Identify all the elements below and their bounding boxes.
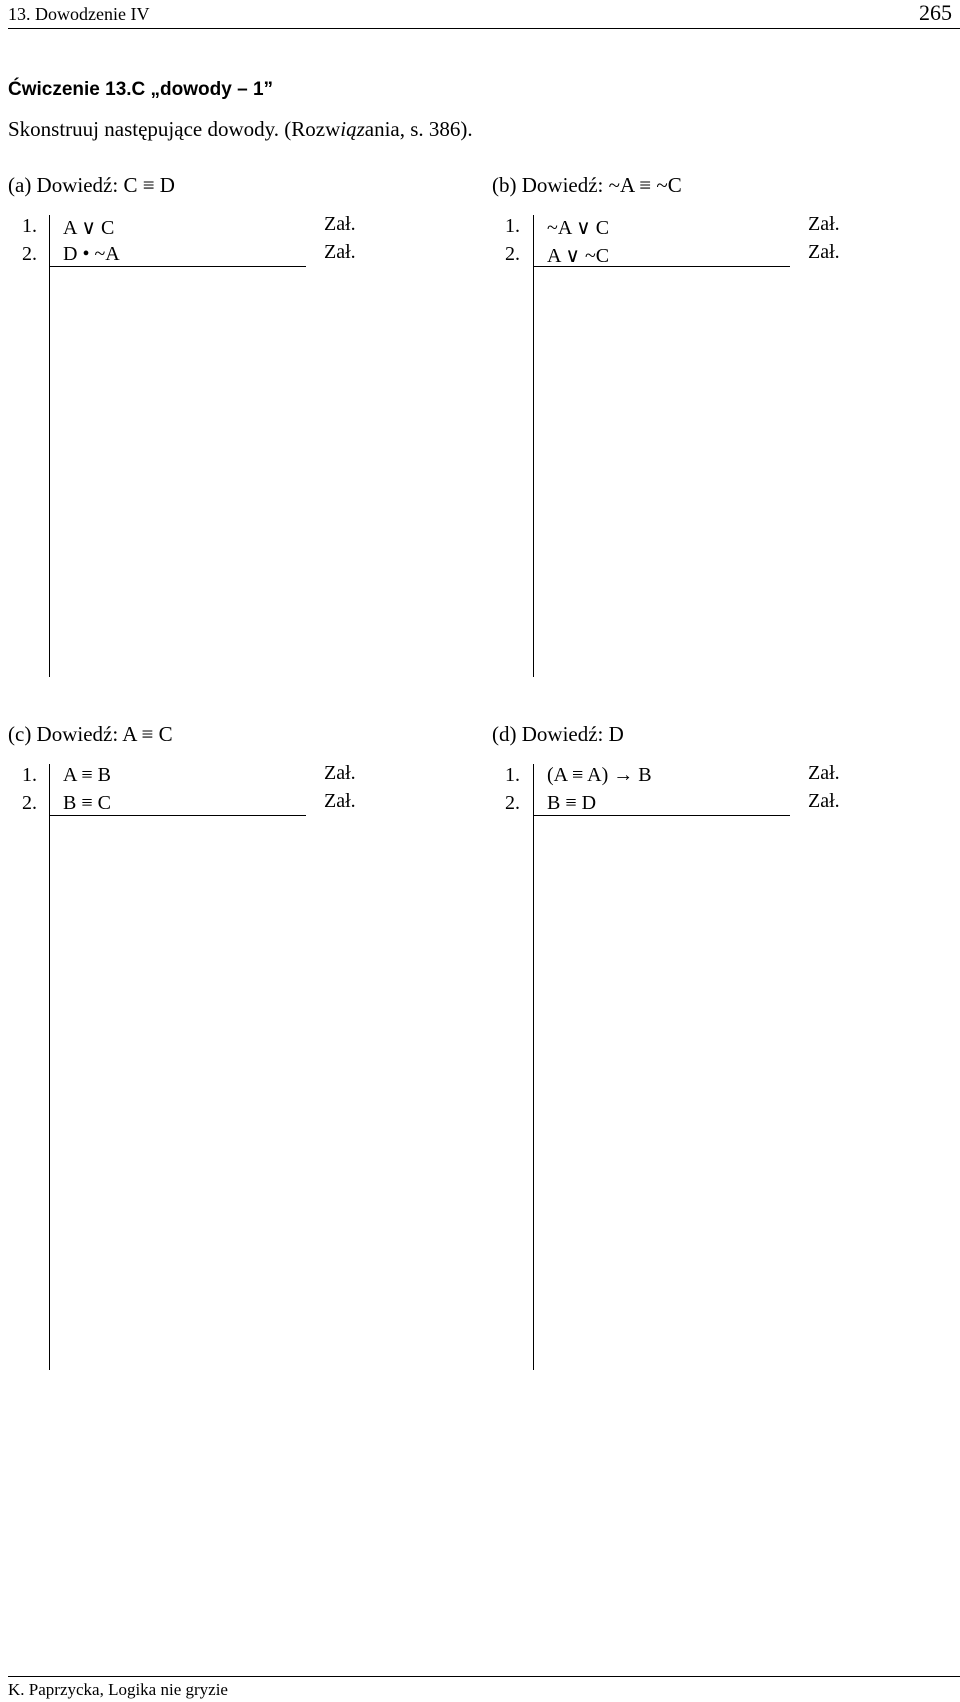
proof-a-line-number: 2.	[22, 243, 37, 265]
proof-d-justification: Zał.	[808, 762, 840, 784]
proof-a-scope-line	[49, 215, 50, 677]
proof-d-premise-1: (A ≡ A) → B	[547, 764, 652, 786]
footer-rule	[8, 1676, 960, 1677]
proof-d-premise-2: B ≡ D	[547, 792, 597, 814]
proof-b-premise-rule	[533, 266, 790, 267]
proof-c-justification: Zał.	[324, 762, 356, 784]
proof-b-premise-1: ~A ∨ C	[547, 217, 610, 239]
footer-credit: K. Paprzycka, Logika nie gryzie	[8, 1680, 228, 1699]
proof-a-premise-1: A ∨ C	[63, 217, 115, 239]
proof-d-premise-rule	[533, 815, 790, 816]
proof-d-line-number: 1.	[505, 764, 520, 786]
proof-c-title: (c) Dowiedź: A ≡ C	[8, 722, 173, 746]
proof-c-scope-line	[49, 764, 50, 1370]
proof-c-premise-2: B ≡ C	[63, 792, 111, 814]
proof-a-title: (a) Dowiedź: C ≡ D	[8, 173, 175, 197]
proof-a-premise-rule	[49, 266, 306, 267]
proof-b-justification: Zał.	[808, 241, 840, 263]
exercise-instruction: Skonstruuj następujące dowody. (Rozwiąza…	[8, 117, 473, 142]
proof-b-justification: Zał.	[808, 213, 840, 235]
proof-c-justification: Zał.	[324, 790, 356, 812]
proof-a-justification: Zał.	[324, 213, 356, 235]
proof-b-title: (b) Dowiedź: ~A ≡ ~C	[492, 173, 682, 197]
proof-c-premise-1: A ≡ B	[63, 764, 111, 786]
proof-a-line-number: 1.	[22, 215, 37, 237]
proof-c-premise-rule	[49, 815, 306, 816]
header-rule	[8, 28, 960, 29]
proof-c-line-number: 2.	[22, 792, 37, 814]
proof-a-justification: Zał.	[324, 241, 356, 263]
proof-d-justification: Zał.	[808, 790, 840, 812]
instruction-main: Skonstruuj następujące dowody.	[8, 117, 280, 141]
running-title: 13. Dowodzenie IV	[8, 4, 150, 24]
instruction-reference: (Rozwiązania, s. 386).	[284, 117, 473, 141]
proof-b-line-number: 2.	[505, 243, 520, 265]
proof-b-scope-line	[533, 215, 534, 677]
page-number: 265	[919, 0, 952, 25]
proof-d-line-number: 2.	[505, 792, 520, 814]
proof-c-line-number: 1.	[22, 764, 37, 786]
proof-b-line-number: 1.	[505, 215, 520, 237]
proof-b-premise-2: A ∨ ~C	[547, 245, 610, 267]
exercise-title: Ćwiczenie 13.C „dowody – 1”	[8, 79, 274, 100]
proof-a-premise-2: D • ~A	[63, 243, 120, 265]
proof-d-title: (d) Dowiedź: D	[492, 722, 624, 746]
proof-d-scope-line	[533, 764, 534, 1370]
